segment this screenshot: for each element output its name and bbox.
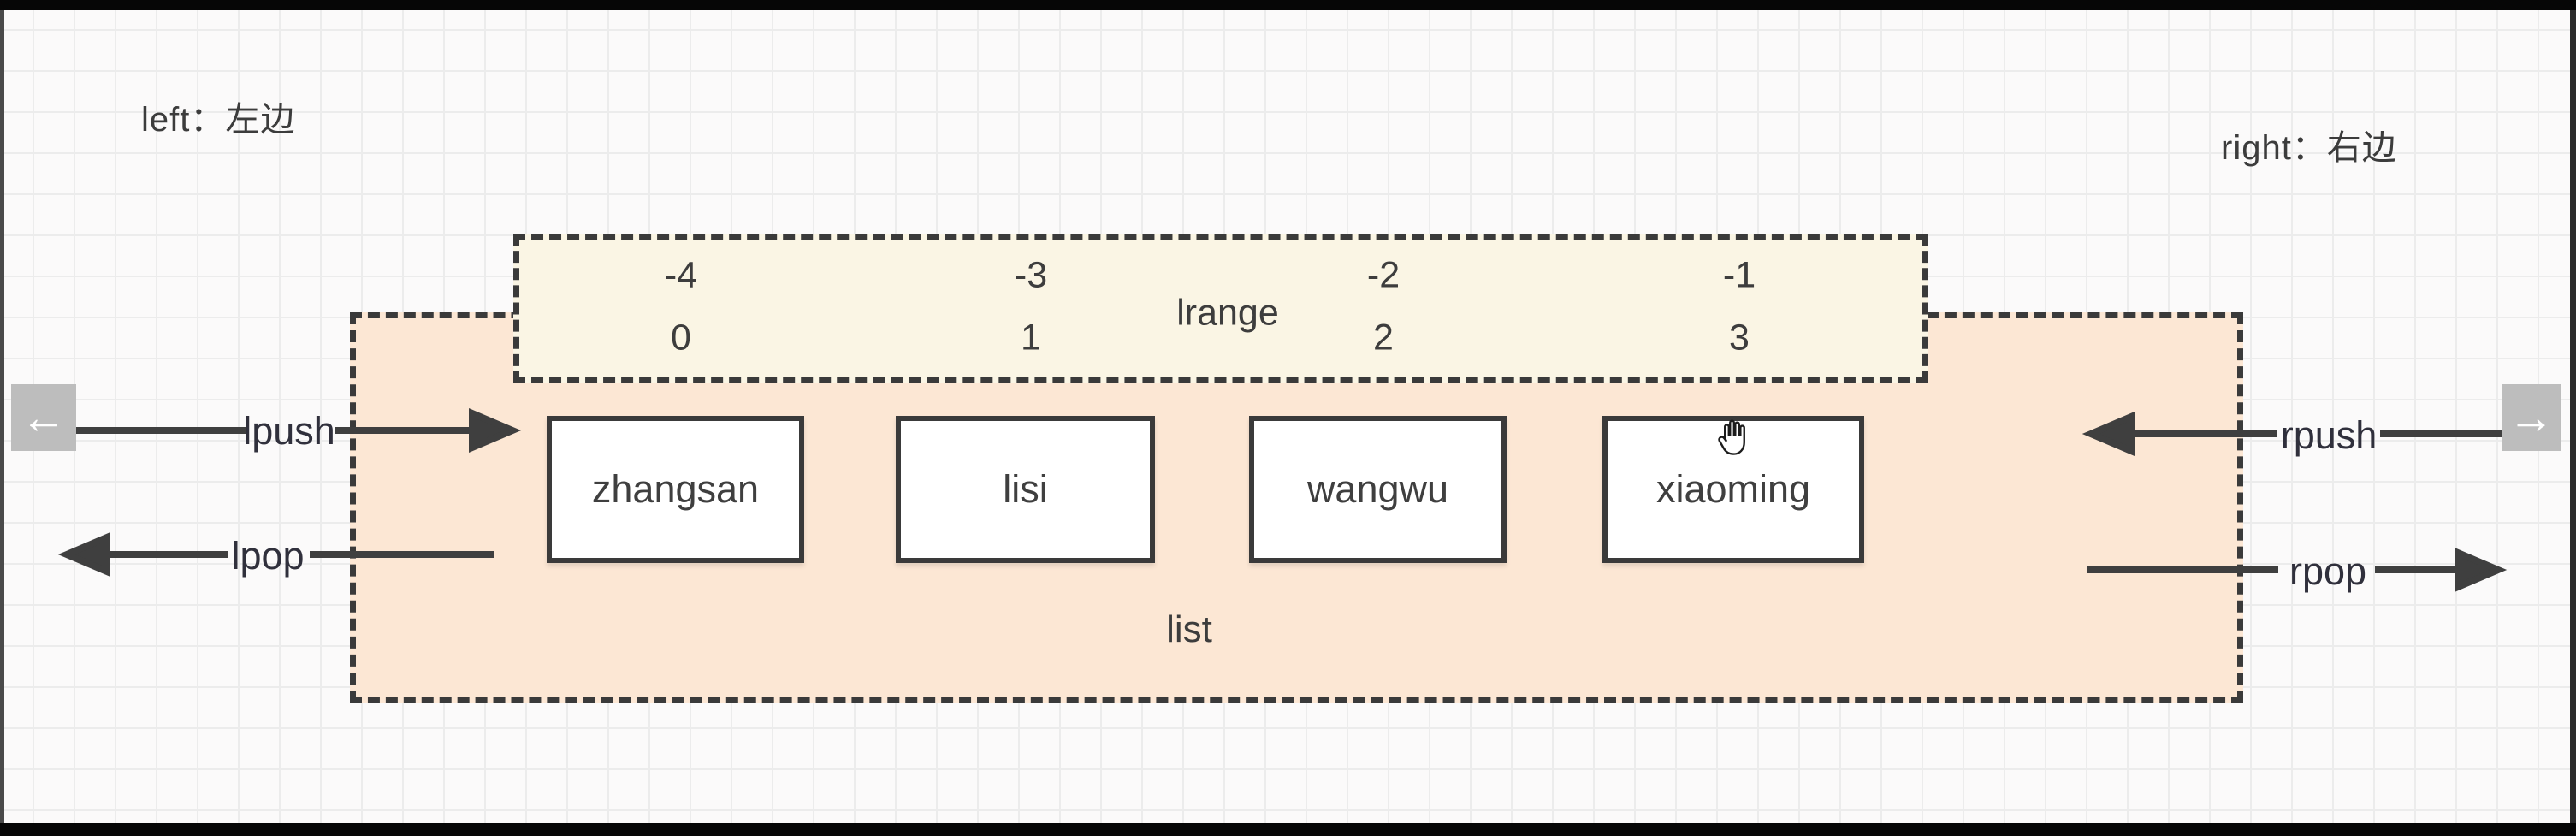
hand-cursor-icon [1718,419,1745,455]
negative-index: -1 [1722,254,1756,296]
list-item[interactable]: wangwu [1249,416,1507,563]
right-edge-strip [2570,0,2576,836]
lrange-index-box: -4 0 -3 1 -2 2 -1 3 lrange [513,234,1928,383]
negative-index: -2 [1366,254,1401,296]
negative-index: -3 [1014,254,1048,296]
left-note: left：左边 [141,101,296,139]
previous-slide-button[interactable]: ← [11,384,76,451]
rpush-label: rpush [2280,413,2378,457]
right-note: right：右边 [2221,129,2397,167]
list-label: list [1166,608,1212,650]
positive-index: 3 [1729,317,1750,359]
arrow-right-icon: → [2508,392,2555,443]
next-slide-button[interactable]: → [2502,384,2561,451]
negative-index: -4 [664,254,698,296]
lpush-label: lpush [243,409,335,453]
positive-index: 0 [671,317,691,359]
lpop-arrowhead [57,531,110,578]
list-item[interactable]: zhangsan [547,416,804,563]
list-item[interactable]: lisi [896,416,1155,563]
top-letterbox-bar [0,0,2576,10]
positive-index: 2 [1373,317,1394,359]
left-edge-strip [0,0,4,836]
positive-index: 1 [1021,317,1041,359]
lrange-label: lrange [1176,292,1279,334]
bottom-letterbox-bar [0,823,2576,836]
rpop-arrowhead [2455,547,2508,593]
rpop-label: rpop [2289,549,2367,593]
lpop-label: lpop [231,534,305,578]
arrow-left-icon: ← [21,392,67,443]
